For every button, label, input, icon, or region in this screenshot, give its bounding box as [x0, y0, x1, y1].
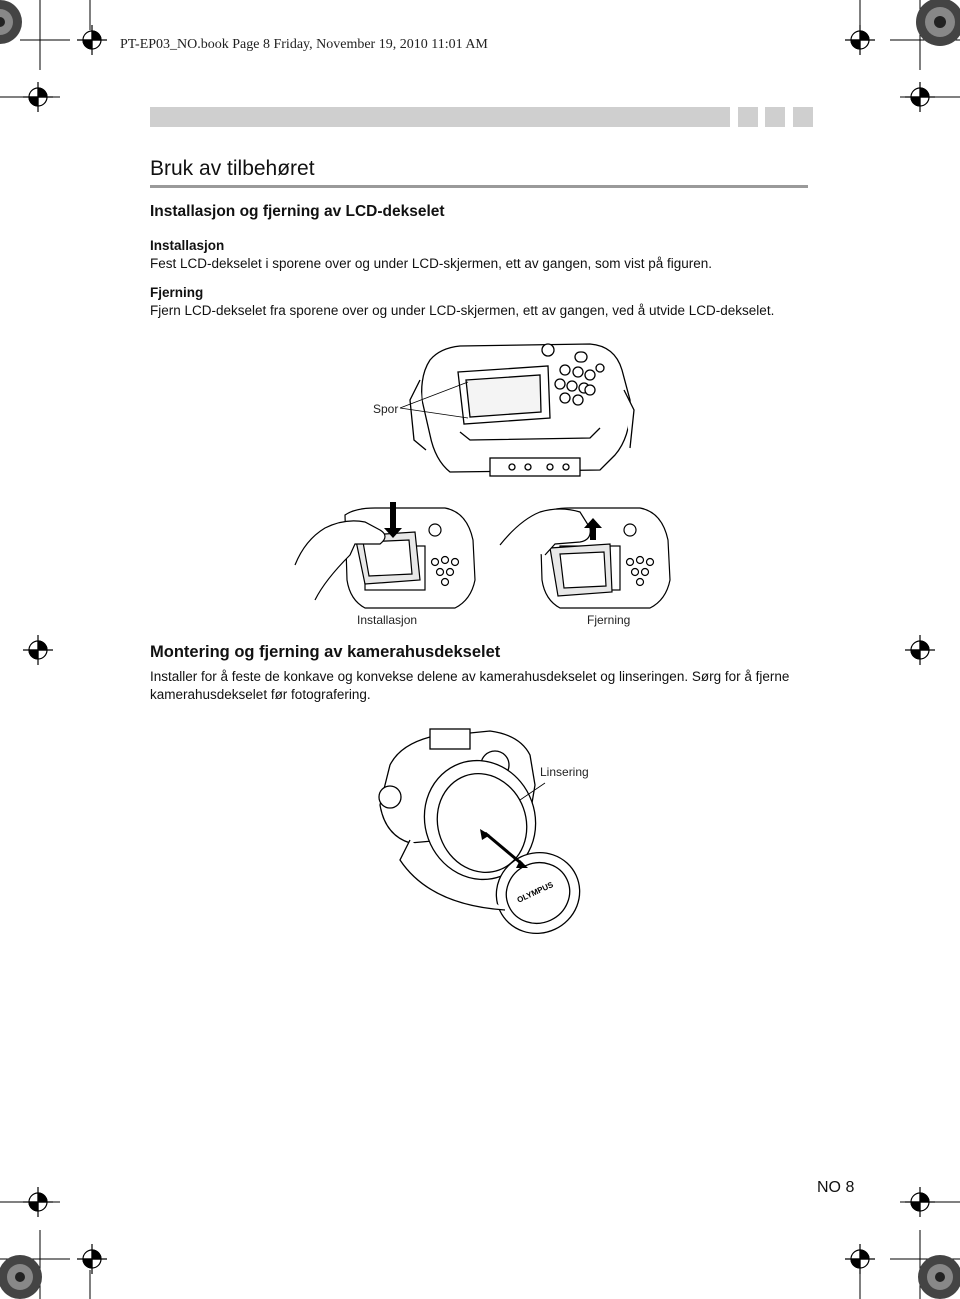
install-caption: Installasjon [357, 613, 418, 627]
lens-ring-callout: Linsering [540, 765, 589, 779]
install-text: Fest LCD-dekselet i sporene over og unde… [150, 256, 713, 271]
page-number: NO 8 [817, 1179, 855, 1196]
housing-back-illustration [399, 343, 635, 477]
lcd-cover-remove-illustration [499, 507, 671, 609]
remove-text: Fjern LCD-dekselet fra sporene over og u… [150, 303, 775, 318]
header-square [738, 107, 758, 127]
section-heading: Installasjon og fjerning av LCD-dekselet [150, 203, 445, 220]
install-label: Installasjon [150, 238, 225, 253]
header-square [765, 107, 785, 127]
header-square [793, 107, 813, 127]
remove-label: Fjerning [150, 285, 204, 300]
lcd-cover-install-illustration [294, 502, 476, 609]
title-rule [150, 185, 808, 188]
body-cap-text: Installer for å feste de konkave og konv… [150, 669, 790, 702]
housing-front-illustration: OLYMPUS [378, 728, 581, 935]
book-file-info: PT-EP03_NO.book Page 8 Friday, November … [120, 37, 488, 52]
slot-callout: Spor [373, 402, 399, 416]
remove-caption: Fjerning [587, 613, 631, 627]
section-heading-2: Montering og fjerning av kamerahusdeksel… [150, 643, 501, 661]
page-title: Bruk av tilbehøret [150, 157, 315, 180]
header-bar [150, 107, 730, 127]
